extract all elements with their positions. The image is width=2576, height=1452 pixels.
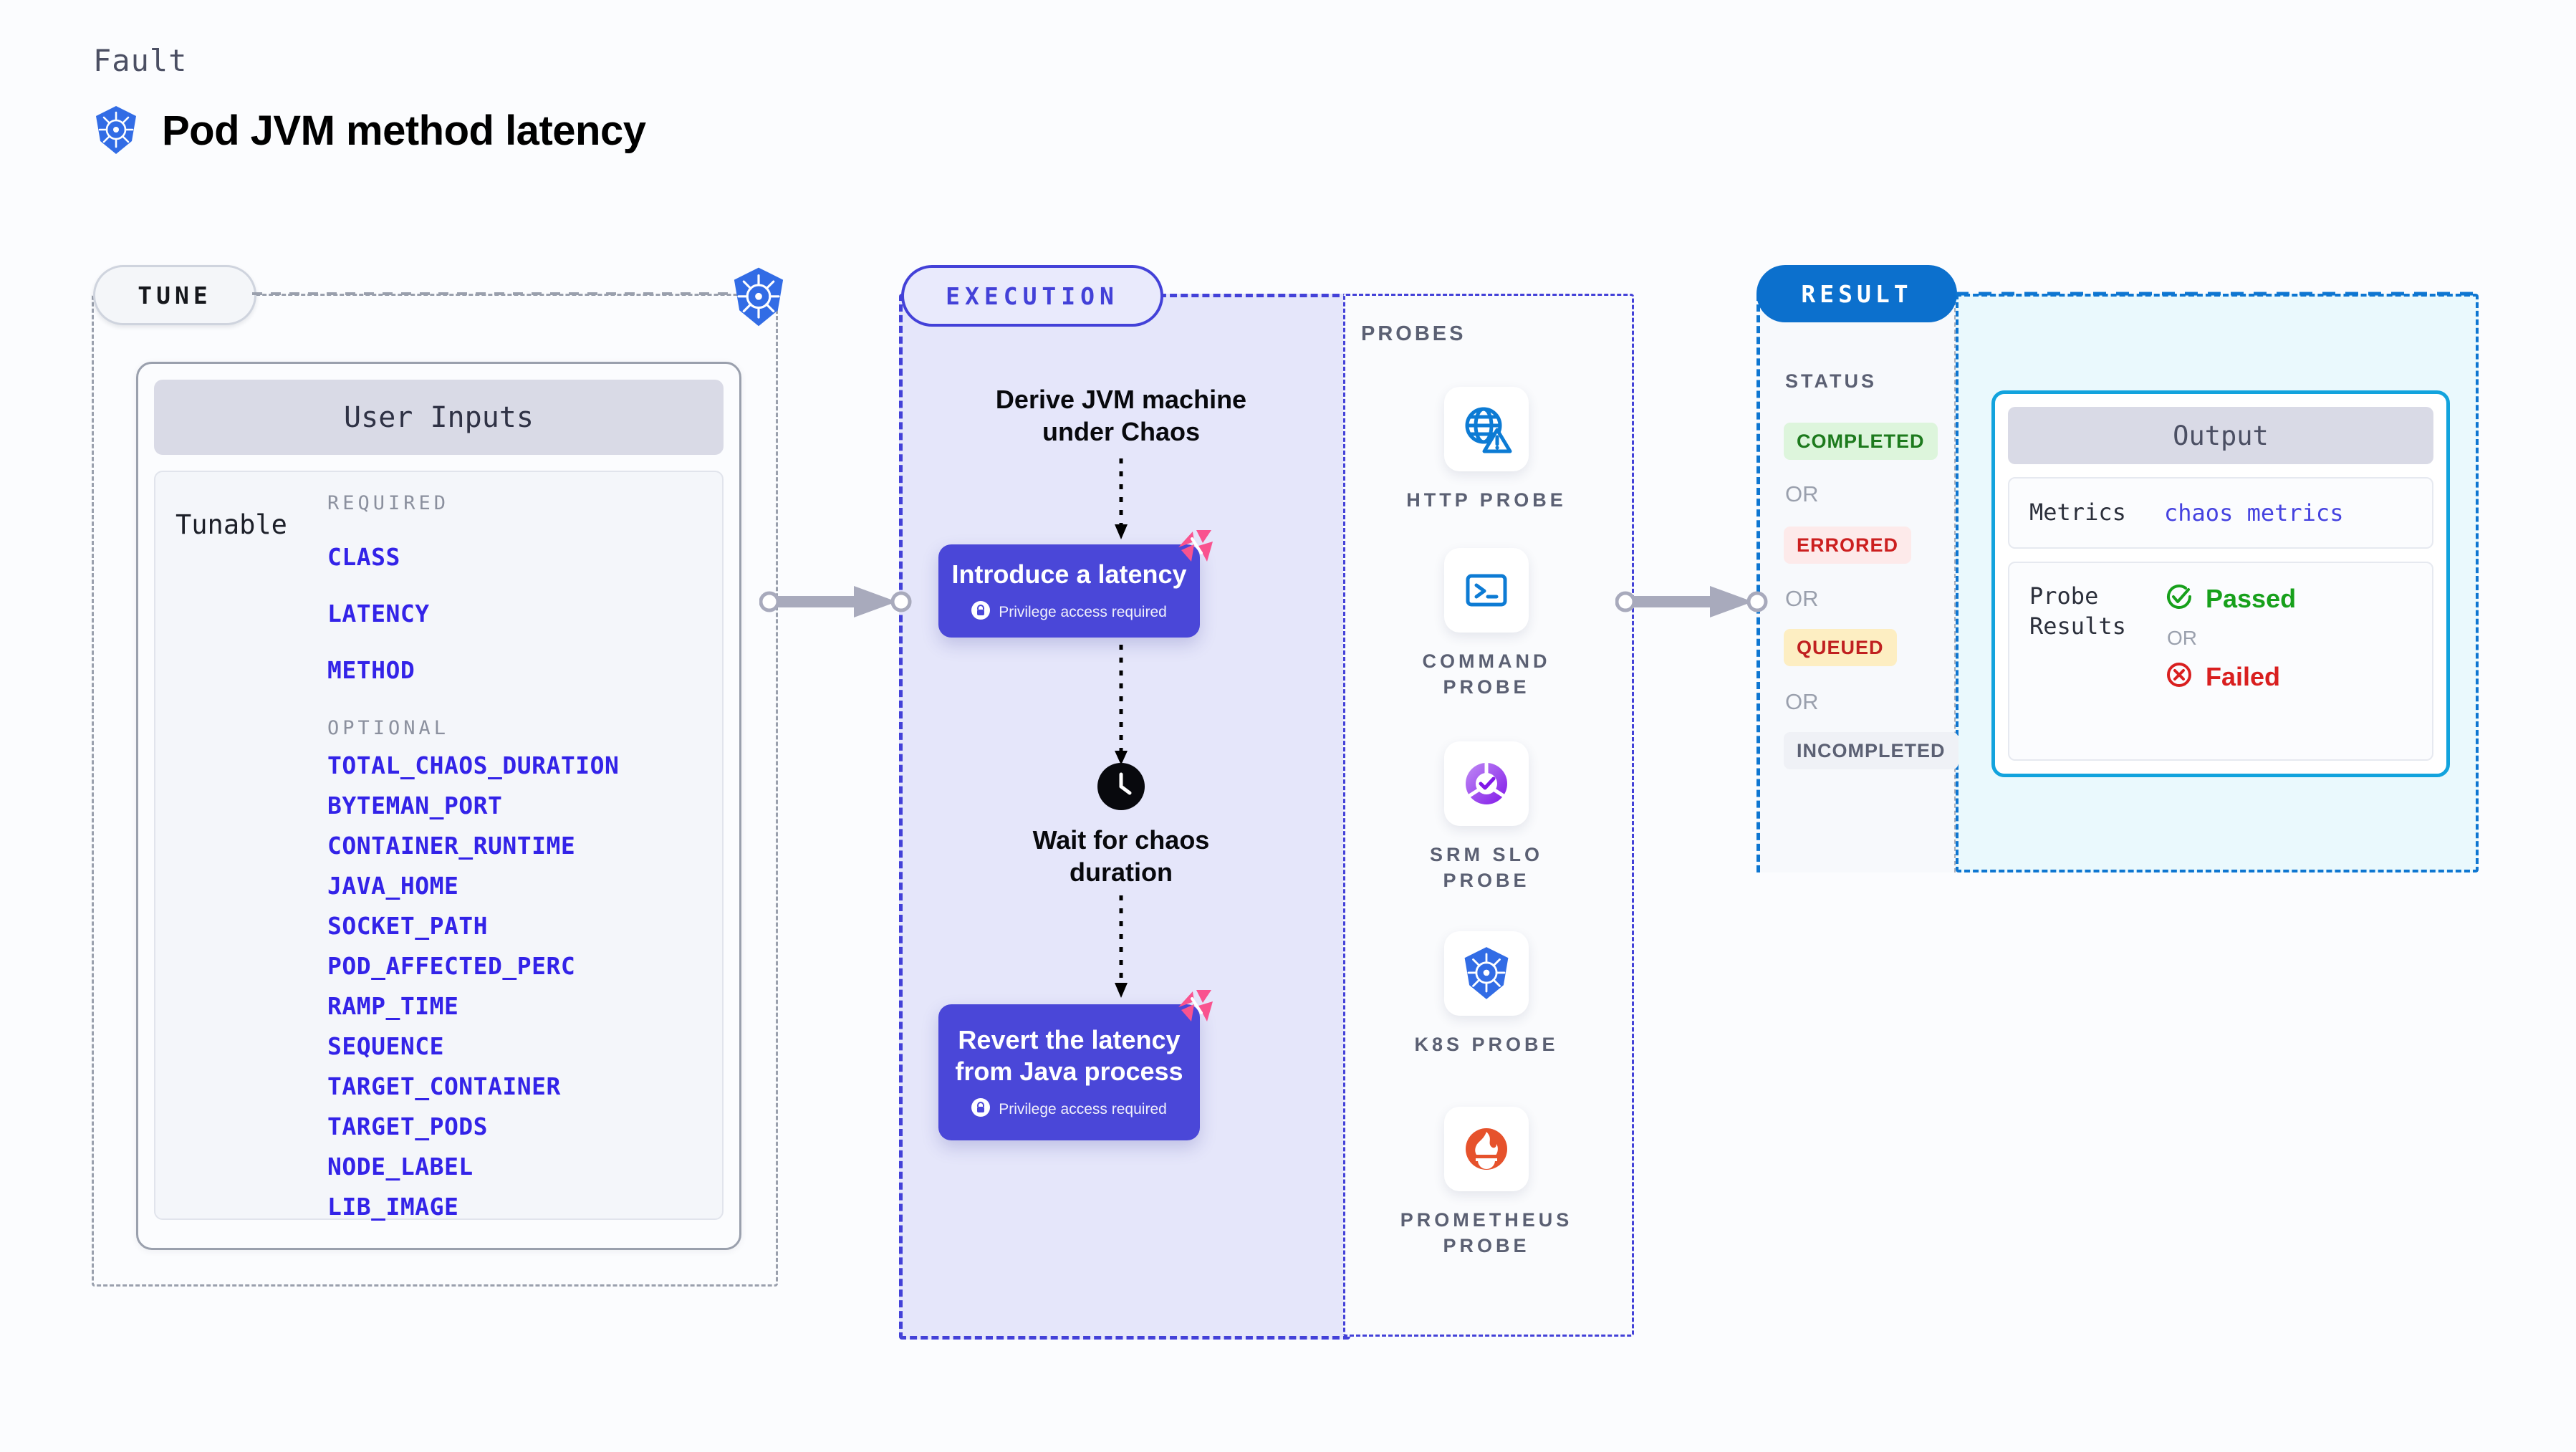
- tunable-label: Tunable: [176, 509, 287, 540]
- result-dashed-connector: [1956, 292, 2483, 296]
- param-container-runtime[interactable]: CONTAINER_RUNTIME: [327, 832, 576, 860]
- probe-command[interactable]: COMMAND PROBE: [1343, 548, 1630, 701]
- probe-result-or: OR: [2167, 627, 2197, 649]
- probe-srm-slo[interactable]: SRM SLO PROBE: [1343, 741, 1630, 894]
- param-class[interactable]: CLASS: [327, 543, 400, 571]
- status-badge-completed: COMPLETED: [1784, 423, 1938, 460]
- status-badge-incompleted: INCOMPLETED: [1784, 732, 1959, 769]
- arrow-execution-to-result: [1615, 586, 1768, 617]
- probe-result-failed: Failed: [2164, 660, 2296, 693]
- param-lib-image[interactable]: LIB_IMAGE: [327, 1193, 459, 1221]
- param-method[interactable]: METHOD: [327, 656, 415, 684]
- metrics-value-link[interactable]: chaos metrics: [2164, 499, 2344, 527]
- privilege-note-label: Privilege access required: [999, 1100, 1167, 1117]
- probe-label: COMMAND PROBE: [1422, 650, 1551, 698]
- probe-result-passed: Passed: [2164, 582, 2296, 615]
- exec-connector-3: [1115, 895, 1128, 998]
- status-or-2: OR: [1785, 586, 1819, 611]
- metrics-key: Metrics: [2029, 499, 2126, 527]
- privilege-note-label: Privilege access required: [999, 603, 1167, 620]
- probe-results-row: Probe Results Passed OR: [2008, 562, 2433, 761]
- user-inputs-card: User Inputs Tunable REQUIRED CLASS LATEN…: [136, 362, 741, 1250]
- eyebrow-label: Fault: [93, 43, 188, 78]
- probe-result-passed-label: Passed: [2206, 583, 2297, 613]
- status-or-3: OR: [1785, 689, 1819, 714]
- status-or-1: OR: [1785, 481, 1819, 506]
- tunable-body: Tunable REQUIRED CLASS LATENCY METHOD OP…: [154, 471, 724, 1221]
- probe-label: SRM SLO PROBE: [1429, 844, 1543, 892]
- probe-label: PROMETHEUS PROBE: [1400, 1209, 1573, 1257]
- kubernetes-icon: [1444, 931, 1529, 1016]
- param-java-home[interactable]: JAVA_HOME: [327, 872, 459, 900]
- status-title: STATUS: [1785, 370, 1877, 392]
- execution-steps: Derive JVM machine under Chaos Introduce…: [899, 294, 1343, 1332]
- title-row: Pod JVM method latency: [93, 105, 646, 155]
- probe-results-key: Probe Results: [2029, 582, 2126, 640]
- param-node-label[interactable]: NODE_LABEL: [327, 1153, 474, 1181]
- privilege-note: Privilege access required: [971, 601, 1167, 623]
- param-sequence[interactable]: SEQUENCE: [327, 1032, 444, 1060]
- param-socket-path[interactable]: SOCKET_PATH: [327, 912, 489, 940]
- globe-warning-icon: [1444, 387, 1529, 471]
- lock-icon: [971, 601, 991, 623]
- slo-donut-check-icon: [1444, 741, 1529, 826]
- exec-step-derive-jvm: Derive JVM machine under Chaos: [995, 385, 1247, 446]
- required-title: REQUIRED: [327, 492, 450, 514]
- user-inputs-header: User Inputs: [154, 380, 724, 455]
- probe-http[interactable]: HTTP PROBE: [1343, 387, 1630, 513]
- probe-results-values: Passed OR Failed: [2164, 582, 2296, 693]
- param-byteman-port[interactable]: BYTEMAN_PORT: [327, 792, 503, 819]
- tune-dashed-connector: [252, 292, 736, 295]
- status-badge-errored: ERRORED: [1784, 527, 1912, 564]
- page-title: Pod JVM method latency: [162, 107, 646, 154]
- exec-connector-2: [1115, 645, 1128, 765]
- exec-step-wait-for-chaos: Wait for chaos duration: [1032, 825, 1210, 887]
- tune-pill[interactable]: TUNE: [93, 265, 256, 325]
- litmus-logo-icon: [1173, 526, 1216, 571]
- status-badge-queued: QUEUED: [1784, 629, 1897, 666]
- param-total-chaos-duration[interactable]: TOTAL_CHAOS_DURATION: [327, 751, 620, 779]
- param-ramp-time[interactable]: RAMP_TIME: [327, 992, 459, 1020]
- clock-icon: [899, 763, 1343, 810]
- required-group: REQUIRED CLASS LATENCY METHOD: [327, 492, 722, 684]
- exec-step-label: Introduce a latency: [951, 559, 1187, 589]
- tune-region: [92, 294, 778, 1287]
- check-circle-icon: [2164, 582, 2194, 615]
- param-target-container[interactable]: TARGET_CONTAINER: [327, 1072, 561, 1100]
- result-status-column: [1756, 294, 1956, 872]
- arrow-tune-to-execution: [759, 586, 912, 617]
- exec-step-label: Revert the latency from Java process: [955, 1024, 1183, 1086]
- exec-step-revert-latency[interactable]: Revert the latency from Java process Pri…: [938, 990, 1213, 1140]
- optional-title: OPTIONAL: [327, 717, 450, 739]
- probe-prometheus[interactable]: PROMETHEUS PROBE: [1343, 1107, 1630, 1259]
- page-header: Fault Pod JVM method latency: [93, 43, 646, 155]
- litmus-logo-icon: [1173, 986, 1216, 1031]
- privilege-note: Privilege access required: [971, 1098, 1167, 1120]
- prometheus-icon: [1444, 1107, 1529, 1191]
- param-latency[interactable]: LATENCY: [327, 600, 430, 628]
- param-target-pods[interactable]: TARGET_PODS: [327, 1112, 489, 1140]
- tunable-lists: REQUIRED CLASS LATENCY METHOD OPTIONAL T…: [327, 492, 722, 1221]
- probe-result-failed-label: Failed: [2206, 661, 2281, 691]
- probe-label: K8S PROBE: [1414, 1034, 1559, 1055]
- output-card: Output Metrics chaos metrics Probe Resul…: [1991, 390, 2450, 777]
- param-pod-affected-perc[interactable]: POD_AFFECTED_PERC: [327, 952, 576, 980]
- lock-icon: [971, 1098, 991, 1120]
- result-pill[interactable]: RESULT: [1756, 265, 1957, 322]
- exec-connector-1: [1115, 458, 1128, 539]
- exec-step-introduce-latency[interactable]: Introduce a latency Privilege access req…: [938, 530, 1213, 638]
- probe-label: HTTP PROBE: [1406, 489, 1567, 511]
- probe-k8s[interactable]: K8S PROBE: [1343, 931, 1630, 1057]
- kubernetes-icon: [731, 266, 787, 332]
- x-circle-icon: [2164, 660, 2194, 693]
- optional-group: OPTIONAL TOTAL_CHAOS_DURATION BYTEMAN_PO…: [327, 717, 722, 1221]
- kubernetes-icon: [93, 105, 139, 155]
- output-header: Output: [2008, 407, 2433, 464]
- metrics-row: Metrics chaos metrics: [2008, 477, 2433, 549]
- terminal-icon: [1444, 548, 1529, 633]
- execution-pill[interactable]: EXECUTION: [901, 265, 1163, 327]
- probes-title: PROBES: [1361, 322, 1466, 345]
